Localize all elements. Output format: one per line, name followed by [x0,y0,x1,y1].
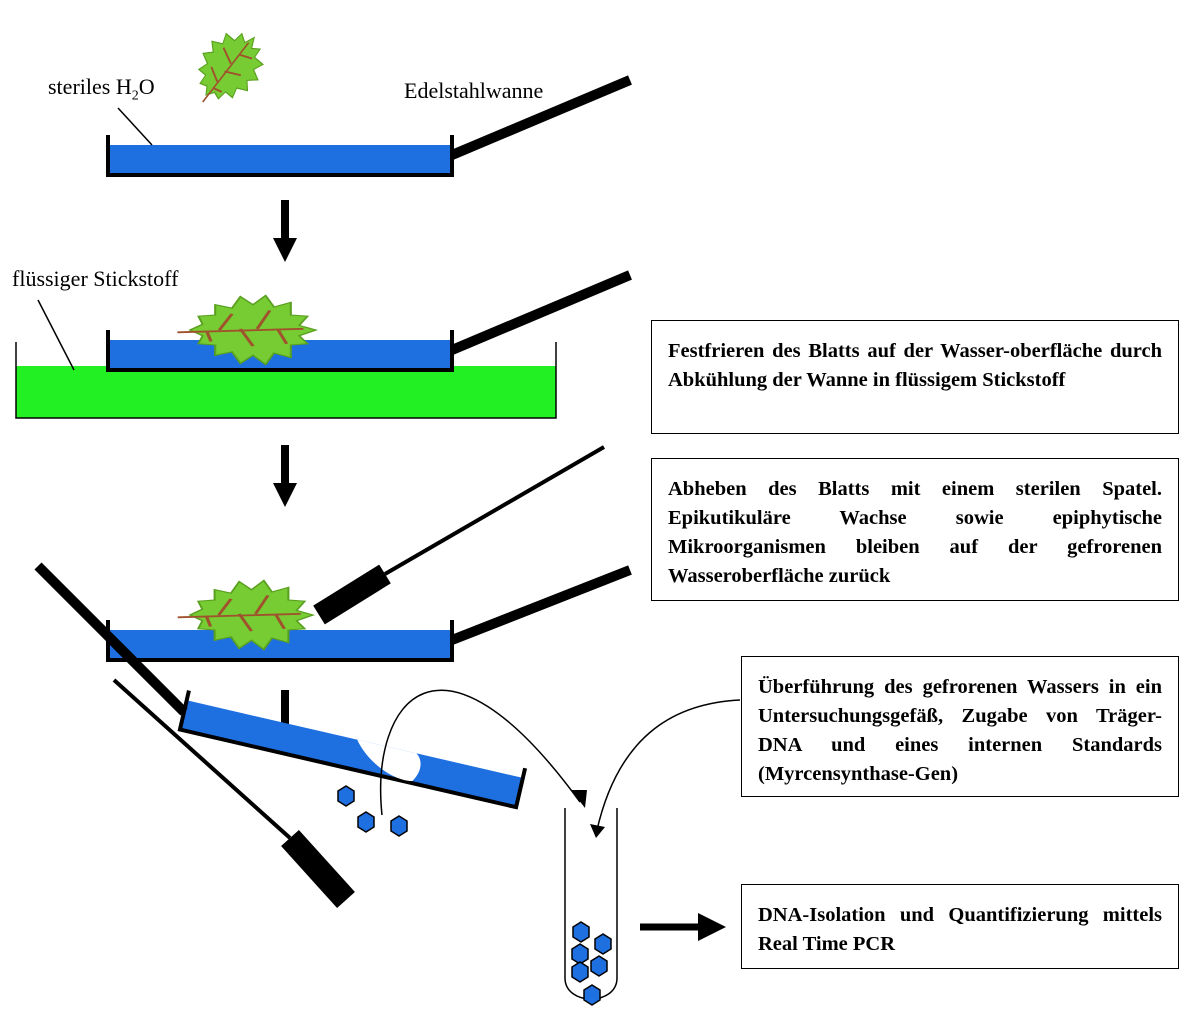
arrow-to-analysis-head [698,913,726,941]
additive-arrow-curve [596,699,741,831]
step-box-transfer: Überführung des gefrorenen Wassers in ei… [741,656,1179,797]
ice-fragment [357,811,375,833]
stage-3 [106,445,632,662]
ice-fragment [594,933,612,955]
stage-1 [106,17,632,177]
nitrogen-label-leader [37,299,75,371]
step-text-freeze: Festfrieren des Blatts auf der Wasser-ob… [668,340,1162,391]
transfer-arrow-head [571,790,587,808]
water-pool [179,700,523,808]
transfer-arrow-curve [380,689,581,816]
additive-arrow-head [590,824,605,838]
oak-leaf [177,17,279,121]
ice-fragment [583,984,601,1006]
scraped-ice-area [357,739,421,782]
step-text-lift: Abheben des Blatts mit einem sterilen Sp… [668,478,1162,587]
water-label: steriles H2O [48,76,155,103]
water-label-suffix: O [138,74,155,99]
spatula-rod [112,678,292,840]
water-label-subscript: 2 [131,88,139,104]
water-pool [108,145,452,175]
arrow-down-2 [273,445,297,507]
ice-fragment [590,955,608,977]
water-label-text: steriles H [48,74,132,99]
step-box-freeze: Festfrieren des Blatts auf der Wasser-ob… [651,320,1179,434]
ice-fragment [337,785,355,807]
ice-fragment [390,815,408,837]
ice-fragment [572,921,590,943]
step-text-analysis: DNA-Isolation und Quantifizierung mittel… [758,904,1162,955]
nitrogen-bath [16,366,556,418]
spatula-blade [281,829,355,909]
tray-label: Edelstahlwanne [404,78,544,103]
ice-fragment [571,943,589,965]
tray-handle [450,565,632,645]
stage-4 [34,562,587,909]
spatula-blade [313,564,391,625]
step-box-lift: Abheben des Blatts mit einem sterilen Sp… [651,458,1179,601]
tray-handle [450,270,632,355]
ice-fragment [571,961,589,983]
test-tube [564,808,618,1006]
tray-handle [34,562,188,716]
water-label-leader [117,107,153,146]
arrow-down-1 [273,200,297,262]
step-text-transfer: Überführung des gefrorenen Wassers in ei… [758,676,1162,785]
nitrogen-container [15,342,557,419]
step-box-analysis: DNA-Isolation und Quantifizierung mittel… [741,884,1179,969]
tray-handle [450,75,632,160]
nitrogen-label: flüssiger Stickstoff [12,266,179,291]
stage-2 [15,270,632,419]
spatula-rod [383,445,606,576]
